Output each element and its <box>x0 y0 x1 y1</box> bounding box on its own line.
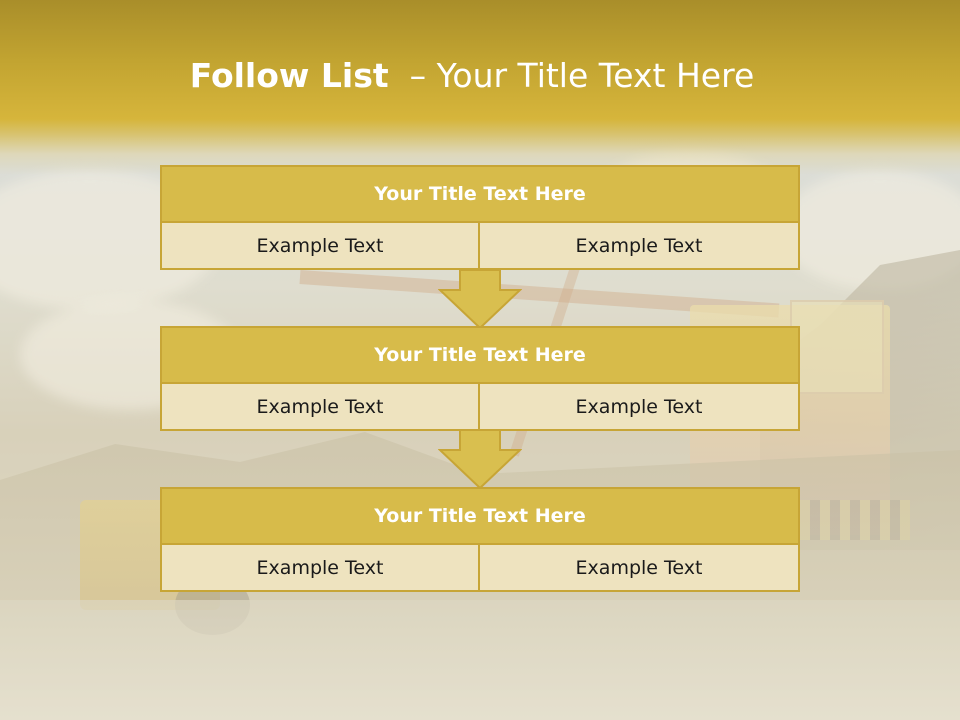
title-bold: Follow List <box>189 56 389 95</box>
list-block-3: Your Title Text Here Example Text Exampl… <box>160 487 800 592</box>
block-cell-left: Example Text <box>162 223 480 268</box>
excavator-cab <box>790 300 884 394</box>
down-arrow-icon <box>438 270 522 330</box>
header-band <box>0 0 960 175</box>
block-cell-left: Example Text <box>162 384 480 429</box>
block-title: Your Title Text Here <box>162 489 798 545</box>
list-block-2: Your Title Text Here Example Text Exampl… <box>160 326 800 431</box>
title-rest: – Your Title Text Here <box>388 56 755 95</box>
block-title: Your Title Text Here <box>162 167 798 223</box>
block-title: Your Title Text Here <box>162 328 798 384</box>
down-arrow-icon <box>438 430 522 490</box>
page-title: Follow List – Your Title Text Here <box>0 52 944 100</box>
block-cell-left: Example Text <box>162 545 480 590</box>
list-block-1: Your Title Text Here Example Text Exampl… <box>160 165 800 270</box>
block-cell-right: Example Text <box>480 545 798 590</box>
block-cell-right: Example Text <box>480 223 798 268</box>
ground <box>0 600 960 720</box>
block-cell-right: Example Text <box>480 384 798 429</box>
